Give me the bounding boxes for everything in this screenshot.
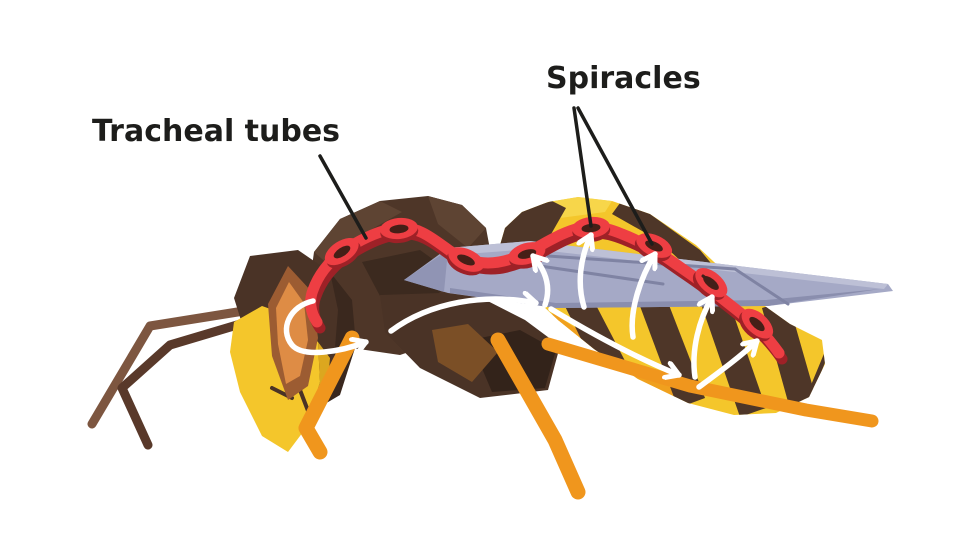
- airflow-arrow-mouth: [283, 298, 369, 352]
- airflow-arrow-spiracle-1: [530, 253, 551, 308]
- wing-top-highlight: [448, 241, 888, 289]
- leader-line-tracheal: [318, 154, 368, 240]
- spiracles-label: Spiracles: [546, 61, 701, 96]
- airflow-arrows: [283, 232, 760, 390]
- head-side-shadow: [318, 272, 356, 408]
- leg-coxa: [432, 324, 498, 382]
- tail-tip-shadow: [788, 344, 825, 408]
- airflow-arrow-spiracle-5: [696, 338, 760, 390]
- rear-leg: [541, 337, 879, 428]
- airflow-arrow-spiracle-4: [691, 294, 712, 380]
- airflow-arrow-body: [388, 299, 539, 334]
- antennae: [87, 305, 259, 450]
- leader-line-spiracle-2: [576, 106, 654, 246]
- thorax-facet: [428, 196, 486, 248]
- leader-line-spiracle-1: [572, 106, 593, 228]
- airflow-arrow-spiracle-2: [580, 232, 591, 310]
- tracheal-tubes-label: Tracheal tubes: [92, 114, 340, 149]
- front-leg: [298, 330, 360, 460]
- antenna-upper: [87, 305, 255, 429]
- legs-front: [298, 330, 586, 500]
- wing-trailing-shade: [450, 288, 880, 308]
- stripe: [762, 300, 816, 409]
- antenna-lower: [117, 315, 259, 450]
- ring-crack: [701, 274, 718, 288]
- wing-vein: [733, 267, 790, 306]
- leader-lines: [318, 106, 654, 246]
- airflow-arrow-spiracle-3: [629, 251, 658, 340]
- wing-base-shade: [404, 250, 448, 292]
- middle-leg: [490, 332, 586, 500]
- airflow-arrow-abdomen: [548, 306, 682, 375]
